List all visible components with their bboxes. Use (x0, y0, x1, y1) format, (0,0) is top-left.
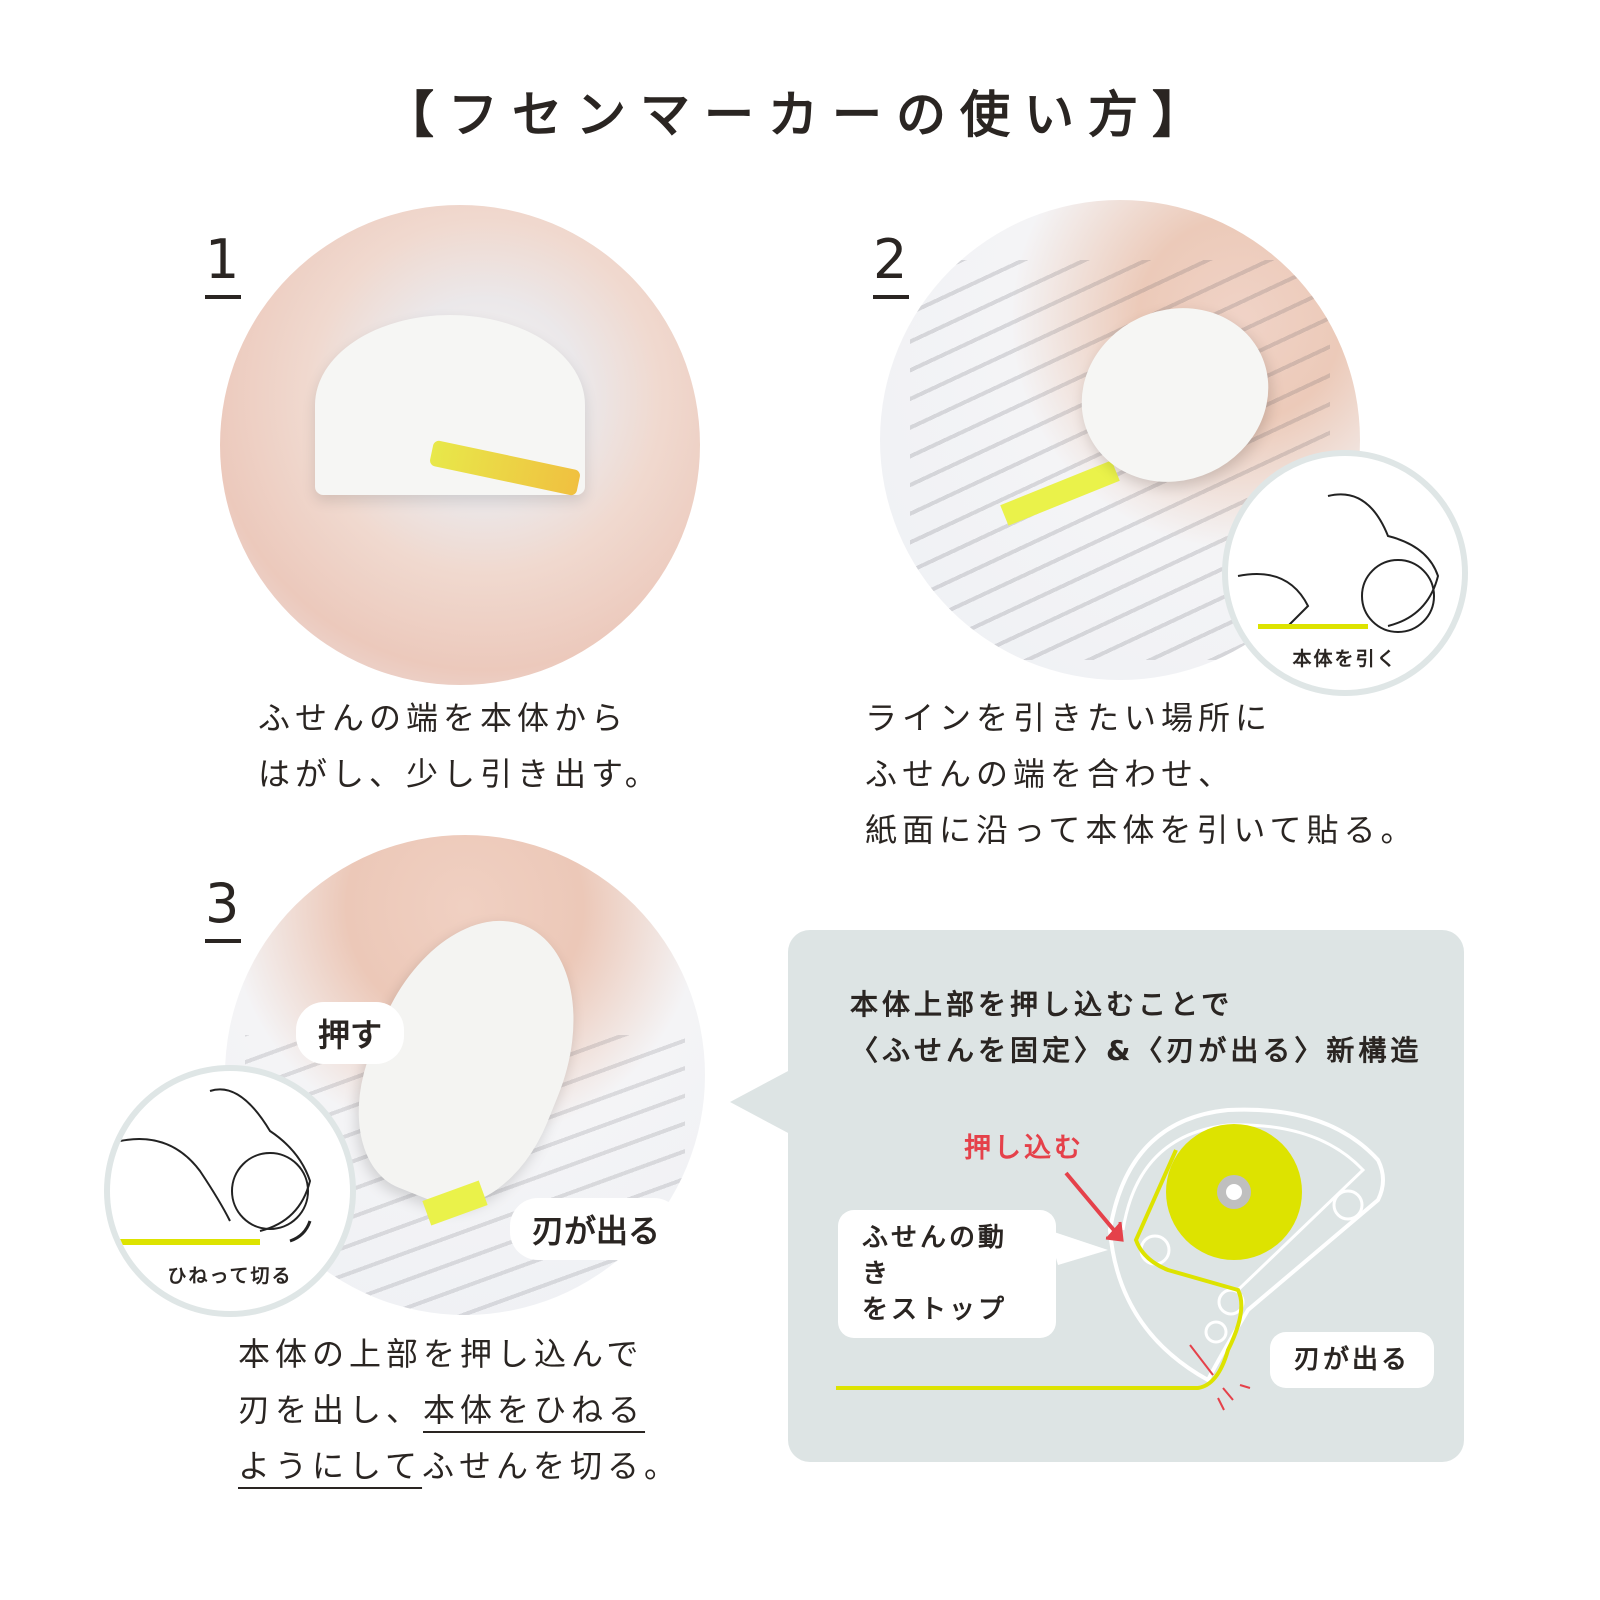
inset-label: ひねって切る (167, 1265, 293, 1287)
device-outline (1107, 1107, 1385, 1383)
caption-line: ラインを引きたい場所に (865, 699, 1273, 737)
caption-line: ようにしてふせんを切る。 (238, 1447, 682, 1485)
caption-line: 本体の上部を押し込んで (238, 1335, 644, 1373)
inset-label: 本体を引く (1292, 648, 1398, 670)
caption-line: はがし、少し引き出す。 (258, 755, 662, 793)
structure-panel: 本体上部を押し込むことで 〈ふせんを固定〉&〈刃が出る〉新構造 押し込む ふせん… (788, 930, 1464, 1462)
blade-bubble: 刃が出る (510, 1198, 683, 1260)
step2-inset-illustration: 本体を引く (1222, 450, 1468, 696)
pull-hand-illustration (1237, 493, 1440, 633)
stop-label: ふせんの動き をストップ (838, 1210, 1056, 1338)
step1-number: 1 (205, 228, 241, 299)
blade-label: 刃が出る (1270, 1332, 1435, 1388)
step3-inset-illustration: ひねって切る (104, 1065, 356, 1317)
step1-caption: ふせんの端を本体から はがし、少し引き出す。 (258, 690, 662, 802)
tape-path (836, 1149, 1244, 1390)
push-bubble: 押す (296, 1002, 405, 1064)
panel-pointer (730, 1070, 790, 1134)
step1-photo (220, 205, 700, 685)
step3-caption: 本体の上部を押し込んで 刃を出し、本体をひねる ようにしてふせんを切る。 (238, 1326, 681, 1494)
caption-line: 刃を出し、本体をひねる (238, 1391, 646, 1429)
push-in-label: 押し込む (964, 1133, 1084, 1164)
page-title: 【フセンマーカーの使い方】 (384, 86, 1216, 144)
mechanism-diagram (836, 1107, 1385, 1411)
step3-number: 3 (205, 872, 241, 943)
caption-line: ふせんの端を合わせ、 (865, 755, 1236, 793)
caption-line: ふせんの端を本体から (258, 699, 629, 737)
caption-line: 紙面に沿って本体を引いて貼る。 (865, 811, 1418, 849)
blade-mark (1189, 1344, 1214, 1376)
step2-caption: ラインを引きたい場所に ふせんの端を合わせ、 紙面に沿って本体を引いて貼る。 (865, 690, 1417, 858)
push-arrow (1064, 1171, 1120, 1237)
panel-title: 本体上部を押し込むことで 〈ふせんを固定〉&〈刃が出る〉新構造 (850, 988, 1423, 1067)
step2-number: 2 (873, 228, 909, 299)
twist-hand-illustration (119, 1088, 312, 1245)
